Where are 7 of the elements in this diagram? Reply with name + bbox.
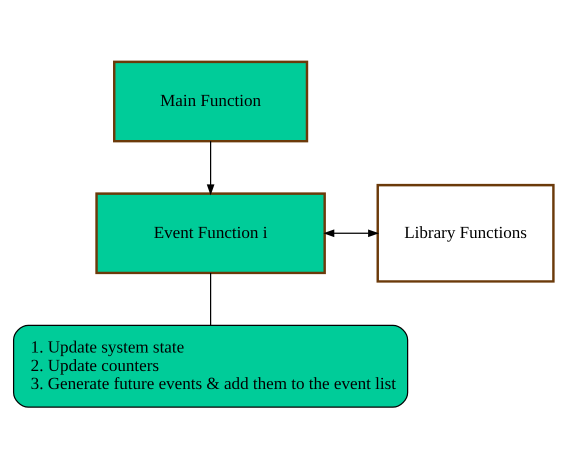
- node-box: Main Function: [113, 60, 308, 142]
- node-box: Event Function i: [95, 192, 326, 274]
- arrow: [206, 141, 214, 196]
- node-box: Library Functions: [376, 184, 555, 283]
- node-box: 1. Update system state 2. Update counters 3. Generate future events & add them to the event list: [12, 324, 408, 408]
- arrow: [323, 229, 380, 238]
- connector: [210, 272, 212, 326]
